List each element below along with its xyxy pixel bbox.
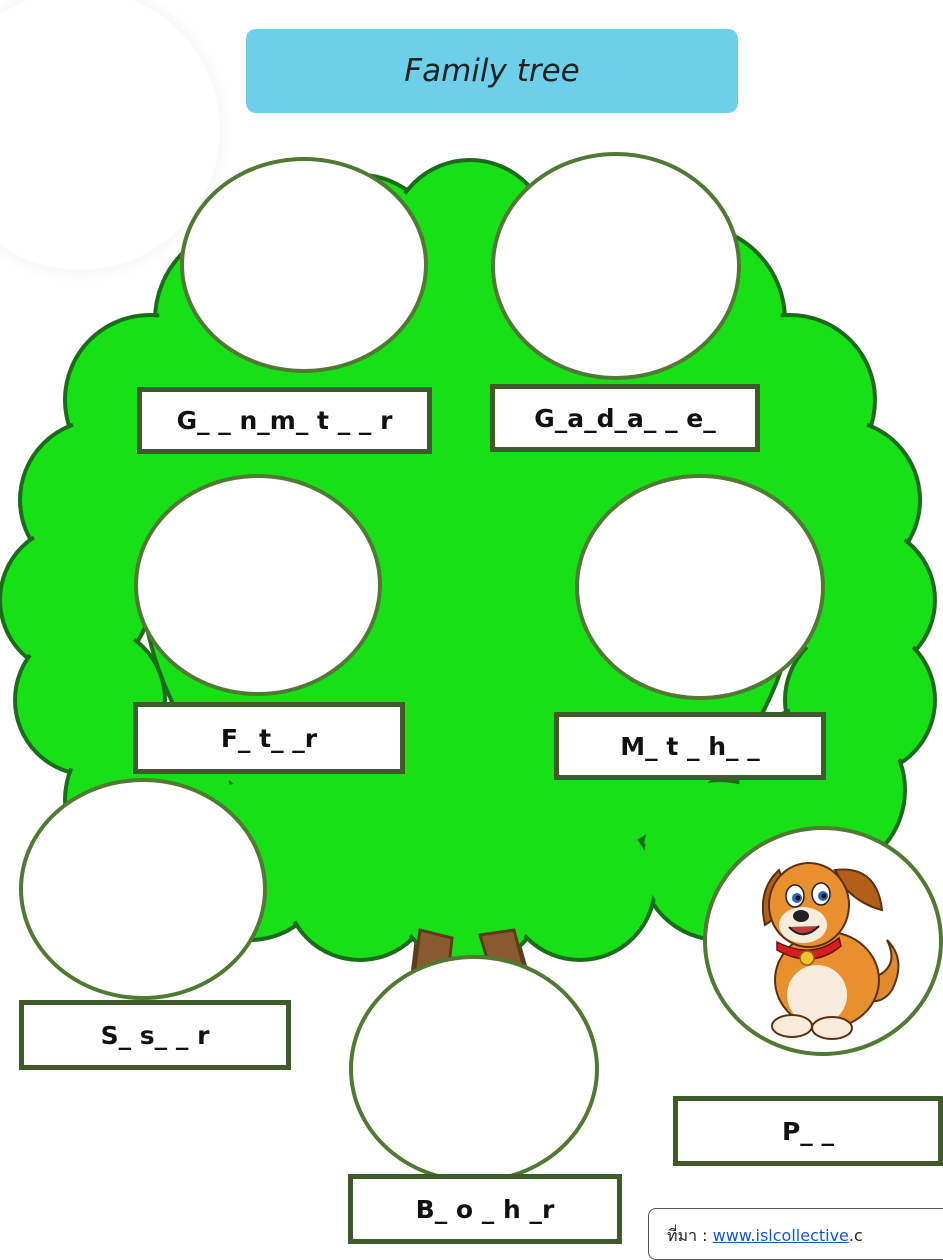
photo-circle-sister (19, 778, 267, 1000)
dog-icon (707, 830, 939, 1052)
label-pet: P_ _ (673, 1096, 943, 1166)
source-credit: ที่มา : www.islcollective.c (648, 1208, 943, 1260)
photo-circle-father (134, 474, 382, 696)
label-grandmother: G_ _ n_m_ t _ _ r (137, 387, 432, 454)
label-sister: S_ s_ _ r (19, 1000, 291, 1070)
photo-circle-pet (703, 826, 943, 1056)
title-banner: Family tree (246, 29, 738, 113)
label-mother: M_ t _ h_ _ (554, 712, 826, 780)
photo-circle-mother (575, 474, 825, 700)
photo-circle-brother (349, 955, 599, 1183)
label-grandfather: G_a_d_a_ _ e_ (490, 384, 760, 452)
source-suffix: .c (849, 1226, 863, 1245)
label-brother: B_ o _ h _r (348, 1174, 622, 1244)
page-title: Family tree (404, 53, 580, 89)
photo-circle-grandmother (180, 157, 428, 373)
photo-circle-grandfather (491, 152, 741, 380)
label-father: F_ t_ _r (133, 702, 405, 774)
source-prefix: ที่มา : (667, 1226, 713, 1245)
source-link[interactable]: www.islcollective (713, 1226, 849, 1245)
